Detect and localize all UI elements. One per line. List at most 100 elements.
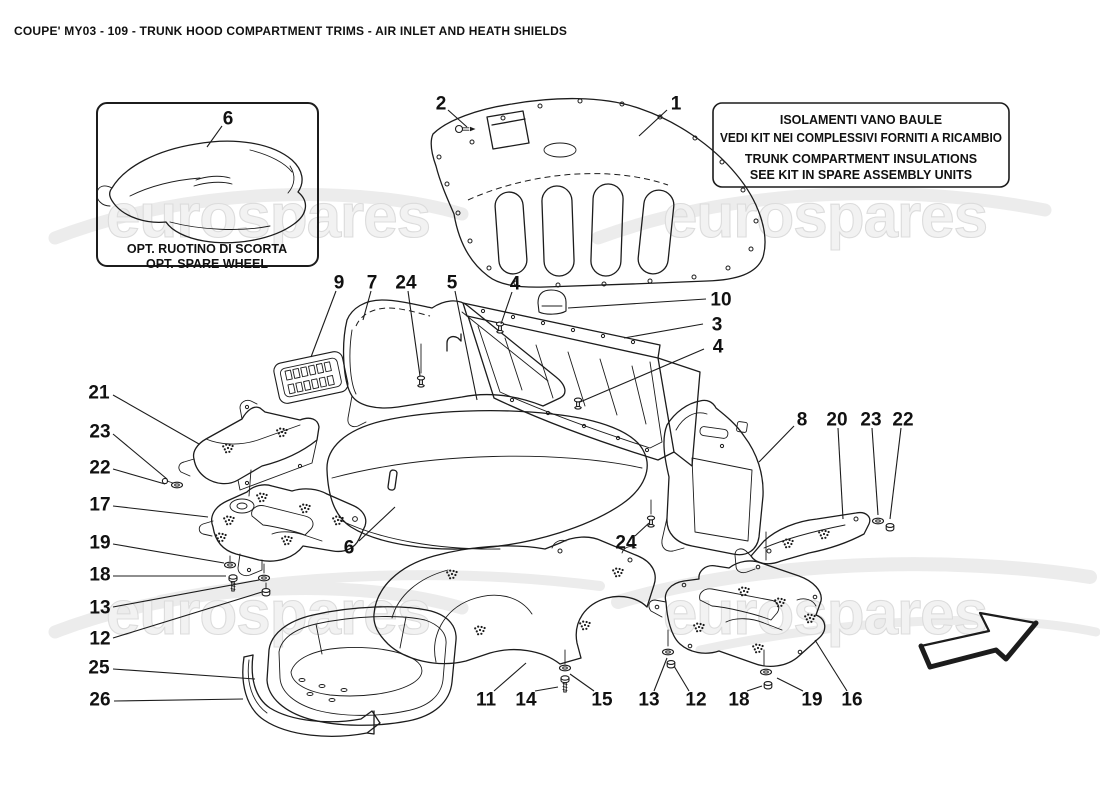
callout-23: 23 [860,410,881,431]
callout-leader-9 [310,290,337,358]
callout-5: 5 [447,273,458,294]
callout-18: 18 [89,565,110,586]
clip-4a [495,321,505,334]
info-box-line4: SEE KIT IN SPARE ASSEMBLY UNITS [750,168,972,182]
callout-19: 19 [801,690,822,711]
part-trunk-hood-insulation [430,97,766,288]
callout-leader-1 [638,109,668,137]
callout-11: 11 [476,690,497,711]
callout-leader-15 [569,673,595,692]
callout-leader-21 [112,394,200,445]
pin-24-left [416,375,426,388]
callout-19: 19 [89,533,110,554]
callout-13: 13 [89,598,110,619]
callout-10: 10 [710,290,731,311]
callout-leader-20 [837,427,844,520]
callout-leader-5 [454,290,478,401]
callout-leader-10 [567,298,707,309]
callout-7: 7 [367,273,378,294]
callout-leader-12 [112,591,263,639]
callout-leader-24 [407,290,421,377]
callout-leader-6 [358,506,396,542]
watermark-text: eurospares [106,579,430,648]
callout-24: 24 [395,273,417,294]
callout-leader-6 [206,125,223,148]
fastener-pair-22-23-left [161,477,184,489]
callout-leader-25 [112,668,256,680]
fastener-screw-2 [454,124,476,134]
fasteners-under-liner [558,649,572,693]
callout-leader-16 [814,639,848,692]
callout-26: 26 [89,690,110,711]
part-rear-shelf-panel [462,289,701,467]
callout-leader-11 [493,662,527,692]
callout-leader-4 [579,348,705,403]
spare-wheel-cover [96,140,307,244]
callout-9: 9 [334,273,345,294]
info-box-line2: VEDI KIT NEI COMPLESSIVI FORNITI A RICAM… [720,131,1002,145]
watermark-text: eurospares [106,182,430,251]
callout-leader-17 [112,505,209,518]
callout-leader-23 [112,433,168,480]
watermark-layer: eurospares eurospares eurospares eurospa… [105,181,988,648]
callout-18: 18 [728,690,749,711]
callout-leader-4 [500,291,513,325]
fastener-pair-23-22-right [871,517,895,532]
callout-6: 6 [223,109,234,130]
callout-23: 23 [89,422,110,443]
fasteners-under-17 [223,555,271,597]
callout-4: 4 [510,274,521,295]
rubber-buffer-10 [537,289,567,315]
callout-17: 17 [89,495,110,516]
callout-8: 8 [797,410,808,431]
callout-leader-24 [634,522,650,537]
callout-14: 14 [515,690,537,711]
info-box-line3: TRUNK COMPARTMENT INSULATIONS [745,152,977,166]
part-side-trim-right [661,399,764,556]
direction-arrow [918,611,1039,670]
callout-4: 4 [713,337,724,358]
spare-wheel-box: OPT. RUOTINO DI SCORTA OPT. SPARE WHEEL [96,102,319,271]
part-tub-seal [242,654,381,737]
callout-21: 21 [88,383,110,404]
callout-leader-19 [776,677,804,692]
callout-leader-14 [534,686,559,692]
spare-wheel-caption-en: OPT. SPARE WHEEL [146,257,268,271]
callout-leader-3 [623,323,704,339]
part-bracket-20 [734,511,871,574]
spare-wheel-caption-it: OPT. RUOTINO DI SCORTA [127,242,287,256]
callout-24: 24 [615,533,637,554]
callout-3: 3 [712,315,723,336]
part-heat-shield-16 [648,531,826,667]
callout-leader-22 [112,468,166,485]
part-heat-shield-21 [178,399,320,497]
info-box-line1: ISOLAMENTI VANO BAULE [780,113,942,127]
callout-20: 20 [826,410,847,431]
callout-leader-8 [758,425,795,463]
callout-leader-13 [112,579,260,608]
callout-6: 6 [344,538,355,559]
callout-2: 2 [436,94,447,115]
callout-12: 12 [685,690,706,711]
part-heat-shield-17 [198,484,367,577]
callout-leader-22 [889,427,902,520]
callout-leader-26 [113,698,244,702]
callout-leader-12 [673,665,690,692]
part-side-trim-left [342,299,566,428]
part-air-inlet-grille [273,351,349,404]
callout-leader-2 [447,109,468,128]
fasteners-under-16 [661,648,773,690]
callout-13: 13 [638,690,659,711]
page-title: COUPE' MY03 - 109 - TRUNK HOOD COMPARTME… [14,24,567,38]
part-wheel-arch-liner [373,536,656,665]
pin-24-right [646,499,656,528]
watermark-text: eurospares [663,182,987,251]
callout-leader-19 [112,543,225,564]
callout-1: 1 [671,94,682,115]
callout-leader-7 [362,290,372,321]
background-swooshes [48,187,1100,655]
callout-15: 15 [591,690,613,711]
